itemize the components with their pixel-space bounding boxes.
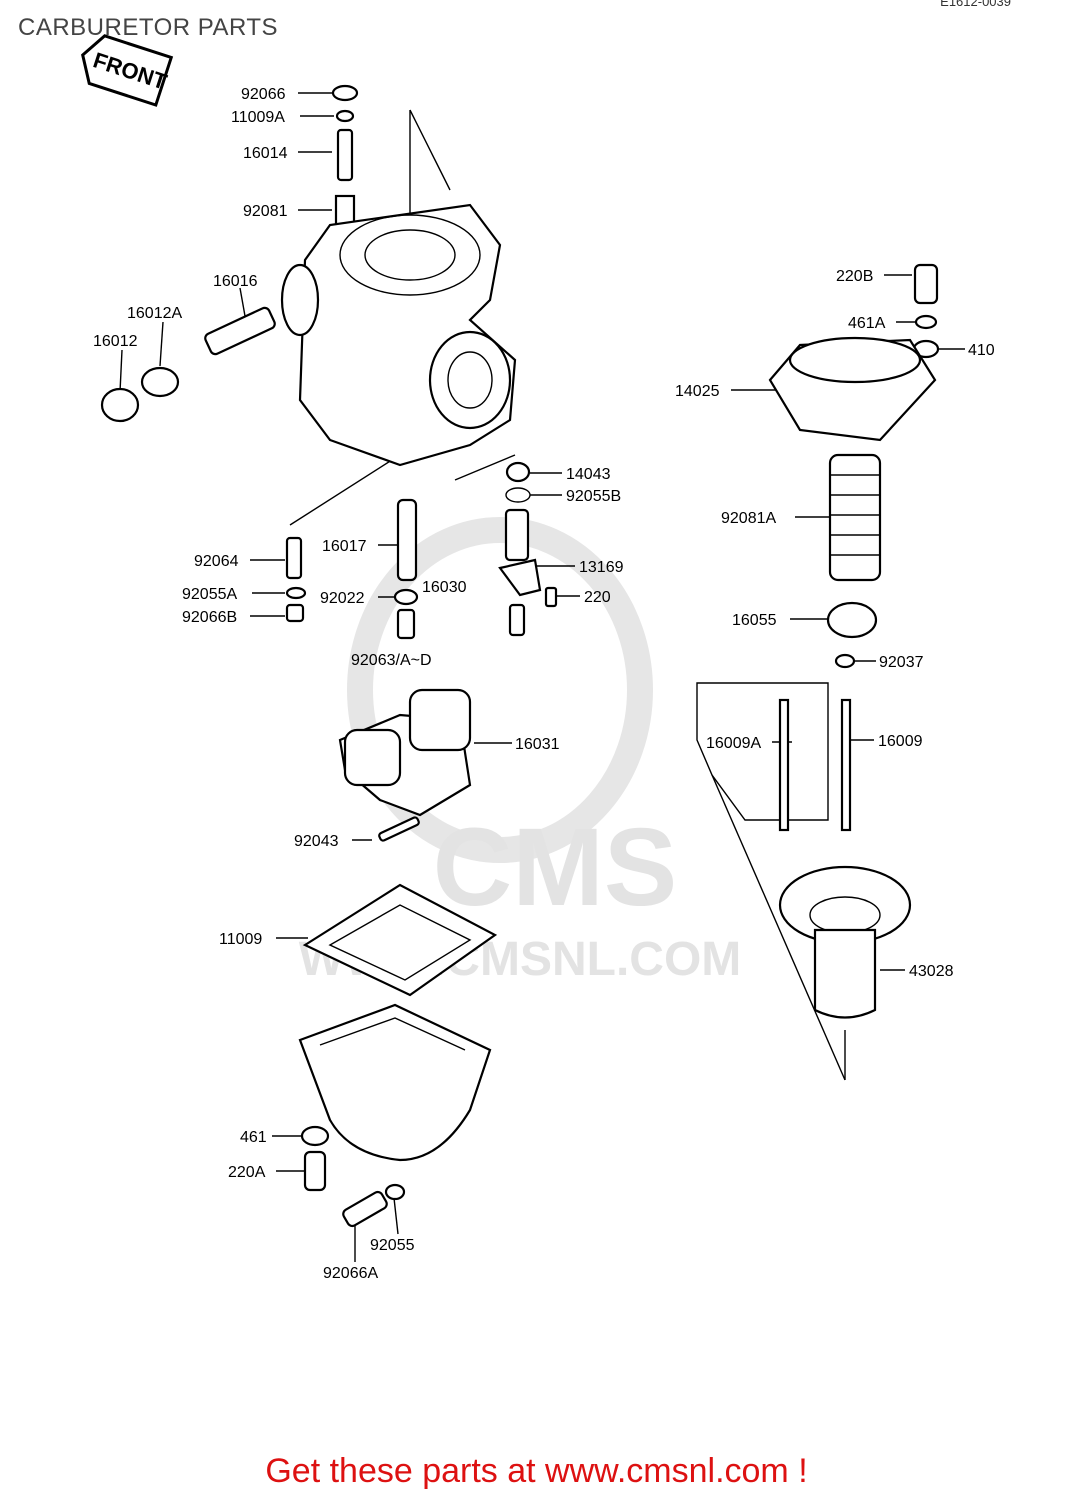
needle-valve bbox=[508, 603, 526, 637]
plug-92066a bbox=[342, 1190, 388, 1228]
pilot-screw-16014 bbox=[336, 128, 354, 182]
label-16012a: 16012A bbox=[127, 305, 182, 322]
watermark-brand: CMS bbox=[433, 806, 677, 929]
label-92037: 92037 bbox=[879, 654, 924, 671]
bracket-13169 bbox=[498, 558, 542, 597]
label-92081a: 92081A bbox=[721, 510, 776, 527]
needle-16009 bbox=[840, 698, 852, 832]
washer-92022 bbox=[393, 588, 419, 606]
cap-92066 bbox=[331, 84, 359, 102]
needle-16009a bbox=[778, 698, 790, 832]
label-16055: 16055 bbox=[732, 612, 777, 629]
spring-92081a bbox=[828, 453, 882, 582]
label-11009: 11009 bbox=[219, 931, 262, 948]
label-11009a: 11009A bbox=[231, 109, 285, 126]
label-92066: 92066 bbox=[241, 86, 286, 103]
needle-kit-frame bbox=[696, 682, 829, 821]
label-220a: 220A bbox=[228, 1164, 266, 1181]
screw-220 bbox=[544, 586, 558, 608]
cover-14025 bbox=[768, 336, 937, 442]
label-16014: 16014 bbox=[243, 145, 288, 162]
label-92081: 92081 bbox=[243, 203, 288, 220]
leader-lines bbox=[119, 92, 965, 1262]
holder-16055 bbox=[826, 601, 878, 639]
page-title: CARBURETOR PARTS bbox=[18, 14, 279, 41]
screw-220a bbox=[303, 1150, 327, 1192]
float-bowl bbox=[298, 1003, 492, 1162]
label-92055b: 92055B bbox=[566, 488, 621, 505]
footer-cta-link[interactable]: Get these parts at www.cmsnl.com ! bbox=[265, 1452, 808, 1490]
plug-92066b bbox=[285, 603, 305, 623]
label-461a: 461A bbox=[848, 315, 886, 332]
label-16009: 16009 bbox=[878, 733, 923, 750]
plunger-16016 bbox=[204, 306, 276, 356]
washer-461 bbox=[300, 1125, 330, 1147]
screw-220b bbox=[913, 263, 939, 305]
label-16009a: 16009A bbox=[706, 735, 761, 752]
label-16030: 16030 bbox=[422, 579, 467, 596]
diagram-code: E1612-0039 bbox=[940, 0, 1011, 9]
label-14025: 14025 bbox=[675, 383, 720, 400]
label-16031: 16031 bbox=[515, 736, 560, 753]
jet-92064 bbox=[285, 536, 303, 580]
label-16016: 16016 bbox=[213, 273, 258, 290]
label-13169: 13169 bbox=[579, 559, 624, 576]
label-92066a: 92066A bbox=[323, 1265, 378, 1282]
label-92055: 92055 bbox=[370, 1237, 415, 1254]
label-92022: 92022 bbox=[320, 590, 365, 607]
label-14043: 14043 bbox=[566, 466, 611, 483]
label-92066b: 92066B bbox=[182, 609, 237, 626]
label-92055a: 92055A bbox=[182, 586, 237, 603]
front-arrow-icon: FRONT bbox=[81, 34, 174, 107]
label-461: 461 bbox=[240, 1129, 267, 1146]
washer-92055 bbox=[384, 1183, 406, 1201]
washer-461a bbox=[914, 314, 938, 330]
o-ring-92055b bbox=[505, 487, 531, 503]
valve-16030 bbox=[504, 508, 530, 562]
float-16031 bbox=[338, 688, 472, 817]
label-92064: 92064 bbox=[194, 553, 239, 570]
o-ring-11009a bbox=[335, 109, 355, 123]
carburetor-body bbox=[280, 203, 517, 467]
label-16017: 16017 bbox=[322, 538, 367, 555]
label-410: 410 bbox=[968, 342, 995, 359]
label-220: 220 bbox=[584, 589, 611, 606]
clip-92037 bbox=[834, 653, 856, 669]
diaphragm-43028 bbox=[778, 865, 912, 1019]
label-43028: 43028 bbox=[909, 963, 954, 980]
main-jet-92063 bbox=[396, 608, 416, 640]
o-ring-92055a bbox=[285, 586, 307, 600]
label-220b: 220B bbox=[836, 268, 873, 285]
label-16012: 16012 bbox=[93, 333, 138, 350]
label-92063: 92063/A~D bbox=[351, 652, 432, 669]
label-92043: 92043 bbox=[294, 833, 339, 850]
nut-16012a bbox=[140, 366, 180, 398]
pin-92043 bbox=[378, 816, 420, 842]
needle-jet-16017 bbox=[396, 498, 418, 582]
gasket-11009 bbox=[302, 883, 498, 997]
cap-16012 bbox=[100, 387, 140, 423]
jet-14043 bbox=[505, 461, 531, 483]
part-labels: 92066 11009A 16014 92081 16016 16012A 16… bbox=[93, 86, 995, 1282]
